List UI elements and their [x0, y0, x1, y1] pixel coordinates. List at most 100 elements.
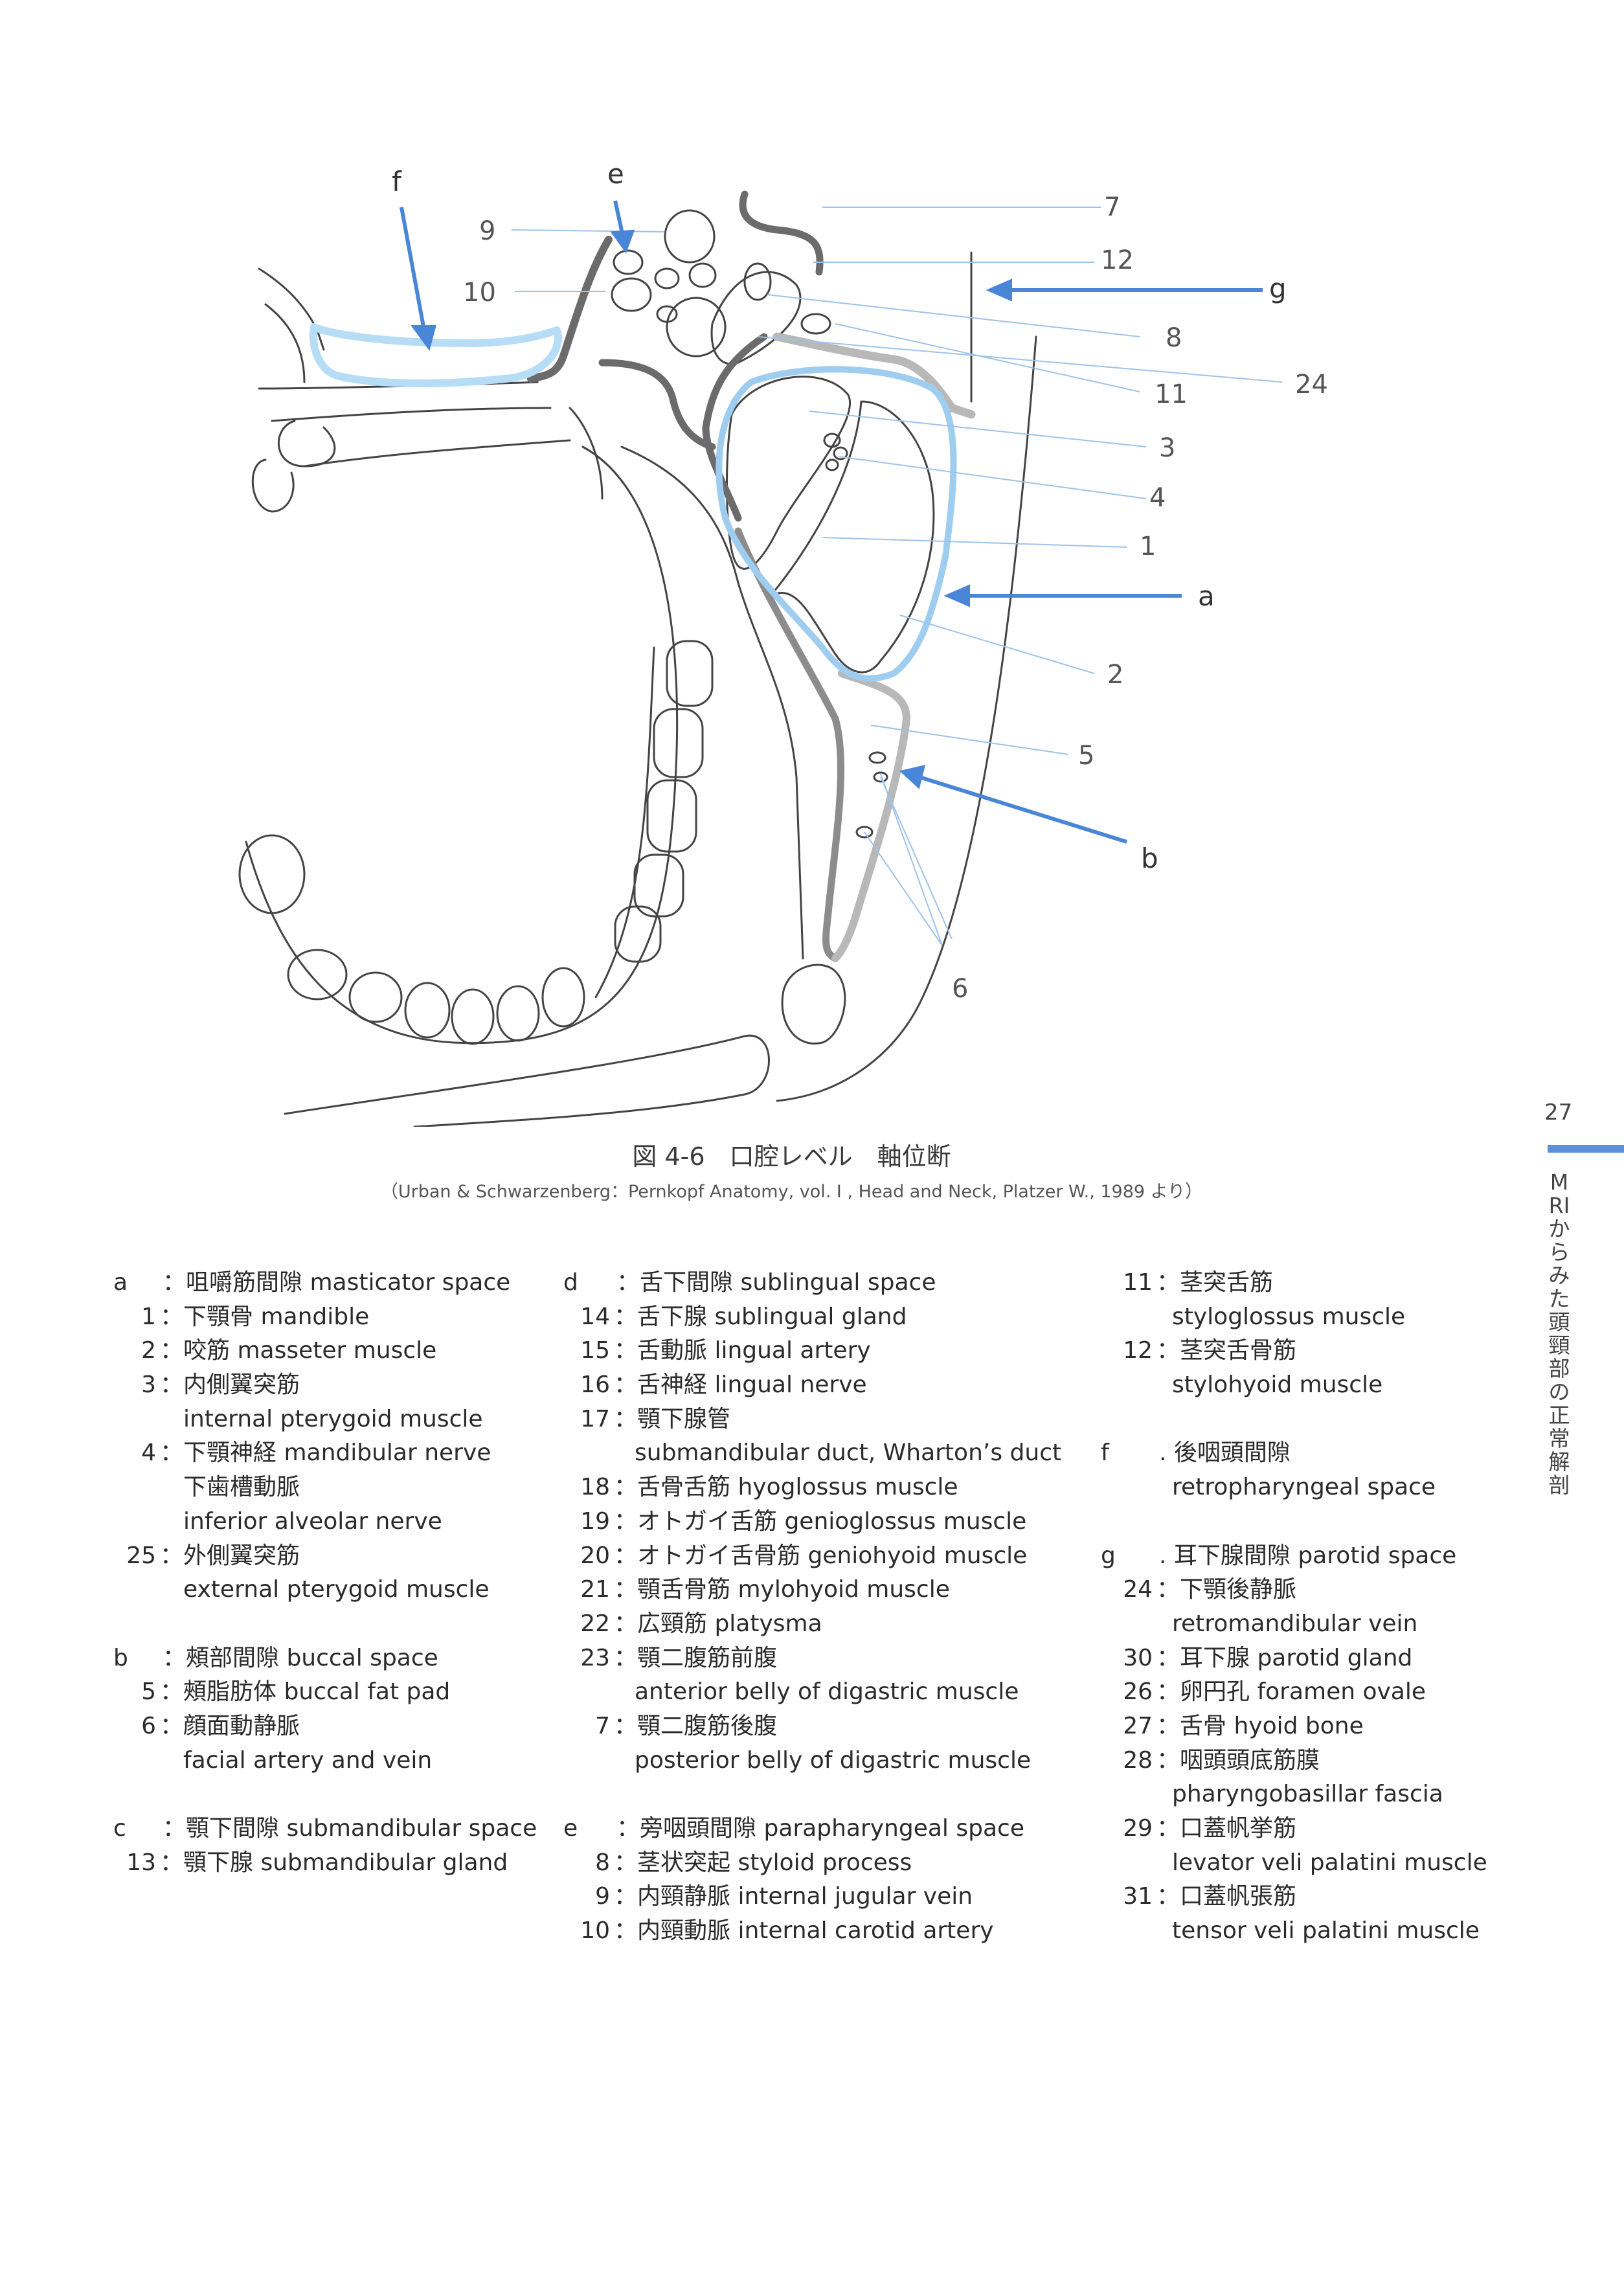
legend-entry-text: ：内頸動脈 internal carotid artery: [614, 1917, 994, 1945]
legend-entry: 26：卵円孔 foramen ovale: [1101, 1675, 1487, 1710]
legend-entry-key: 29: [1123, 1815, 1153, 1842]
legend-entry: 14：舌下腺 sublingual gland: [563, 1300, 1061, 1335]
legend-entry-key: 10: [580, 1917, 610, 1945]
legend-entry-text: inferior alveolar nerve: [183, 1508, 442, 1535]
legend-heading: c ：顎下間隙 submandibular space: [113, 1812, 537, 1846]
legend-entry-text: ：舌下腺 sublingual gland: [614, 1303, 907, 1330]
legend-entry-text: . 耳下腺間隙 parotid space: [1159, 1542, 1457, 1569]
legend-entry-text: ：口蓋帆張筋: [1156, 1883, 1297, 1910]
figure-label-9: 9: [479, 216, 495, 246]
legend-entry: 23：顎二腹筋前腹: [563, 1642, 1061, 1676]
teeth: [238, 640, 714, 1045]
figure-label-6: 6: [952, 974, 968, 1004]
legend-heading: f. 後咽頭間隙: [1101, 1436, 1487, 1471]
legend-entry: 21：顎舌骨筋 mylohyoid muscle: [563, 1573, 1061, 1607]
legend-entry-text: ：顎舌骨筋 mylohyoid muscle: [614, 1576, 950, 1603]
legend-entry-key: b: [113, 1644, 128, 1671]
figure-label-b: b: [1141, 842, 1158, 874]
legend-entry: 4：下顎神経 mandibular nerve: [113, 1436, 537, 1471]
legend-entry: 8：茎状突起 styloid process: [563, 1846, 1061, 1881]
legend-entry-text: ：顎二腹筋前腹: [614, 1644, 778, 1671]
legend-entry-key: 7: [595, 1712, 610, 1739]
legend-continuation: pharyngobasillar fascia: [1101, 1778, 1487, 1812]
legend-entry-text: ：下顎後静脈: [1156, 1576, 1297, 1603]
figure-label-12: 12: [1101, 245, 1134, 275]
arrow-head-b: [899, 764, 926, 789]
legend-entry-key: 26: [1123, 1678, 1153, 1706]
legend-entry-text: anterior belly of digastric muscle: [635, 1678, 1019, 1706]
legend-entry-key: 1: [141, 1303, 156, 1330]
legend-entry-text: internal pterygoid muscle: [183, 1405, 483, 1432]
legend-entry-key: 31: [1123, 1883, 1153, 1910]
legend-gap: [113, 1607, 537, 1642]
legend-gap: [1101, 1505, 1487, 1539]
legend-entry: 20：オトガイ舌骨筋 geniohyoid muscle: [563, 1539, 1061, 1574]
legend-entry: 2：咬筋 masseter muscle: [113, 1334, 537, 1368]
legend-entry-text: ：オトガイ舌骨筋 geniohyoid muscle: [614, 1542, 1028, 1569]
legend-heading: d ：舌下間隙 sublingual space: [563, 1266, 1061, 1300]
space-arrows: [400, 200, 1263, 844]
legend-entry: 9：内頸静脈 internal jugular vein: [563, 1880, 1061, 1914]
legend-entry-key: 19: [580, 1508, 610, 1535]
legend-entry-text: ：舌神経 lingual nerve: [614, 1372, 867, 1399]
legend-entry-text: ：下顎骨 mandible: [160, 1303, 370, 1330]
legend-entry-text: ：耳下腺 parotid gland: [1156, 1644, 1413, 1671]
legend-entry-key: 9: [595, 1883, 610, 1910]
figure-label-5: 5: [1078, 741, 1094, 771]
legend-gap: [1101, 1403, 1487, 1437]
legend-entry-key: 5: [141, 1678, 156, 1706]
legend-entry-text: ：舌下間隙 sublingual space: [616, 1269, 936, 1296]
legend-entry: 3：内側翼突筋: [113, 1368, 537, 1403]
figure-label-2: 2: [1107, 660, 1123, 690]
legend-continuation: levator veli palatini muscle: [1101, 1846, 1487, 1881]
legend-entry: 31：口蓋帆張筋: [1101, 1880, 1487, 1914]
legend-continuation: posterior belly of digastric muscle: [563, 1744, 1061, 1778]
legend-entry-key: d: [563, 1269, 578, 1296]
leader-lines: [511, 207, 1283, 946]
legend-entry: 17：顎下腺管: [563, 1403, 1061, 1437]
legend-entry-text: ：頰部間隙 buccal space: [163, 1644, 438, 1671]
figure-label-3: 3: [1159, 433, 1175, 463]
legend-entry-key: 30: [1123, 1644, 1153, 1671]
legend-entry-text: ：茎状突起 styloid process: [614, 1849, 912, 1876]
legend-entry-key: f: [1101, 1440, 1109, 1467]
legend-entry: 24：下顎後静脈: [1101, 1573, 1487, 1607]
legend-entry-key: 18: [580, 1474, 610, 1501]
legend-entry-text: tensor veli palatini muscle: [1172, 1917, 1480, 1945]
legend-entry-text: ：卵円孔 foramen ovale: [1156, 1678, 1427, 1706]
legend-entry-key: 23: [580, 1644, 610, 1671]
legend-entry-text: ：茎突舌骨筋: [1156, 1337, 1297, 1364]
legend-entry-text: submandibular duct, Wharton’s duct: [635, 1440, 1062, 1467]
legend-entry-text: ：顎下腺管: [614, 1405, 731, 1432]
legend-entry-text: stylohyoid muscle: [1172, 1372, 1383, 1399]
figure-label-a: a: [1198, 580, 1215, 612]
legend-entry-text: ：咀嚼筋間隙 masticator space: [163, 1269, 511, 1296]
arrow-head-a: [943, 584, 970, 607]
legend-continuation: internal pterygoid muscle: [113, 1403, 537, 1437]
legend-entry-text: ：顎下間隙 submandibular space: [163, 1815, 537, 1842]
figure-label-11: 11: [1155, 379, 1188, 409]
legend-entry: 11：茎突舌筋: [1101, 1266, 1487, 1300]
legend-entry-key: 14: [580, 1303, 610, 1330]
legend-entry-text: posterior belly of digastric muscle: [635, 1746, 1032, 1774]
legend-gap: [113, 1778, 537, 1812]
figure-label-e: e: [607, 158, 624, 190]
legend-entry-key: c: [113, 1815, 126, 1842]
figure-label-g: g: [1269, 273, 1287, 304]
arrow-head-e: [610, 229, 635, 254]
legend-entry: 7：顎二腹筋後腹: [563, 1710, 1061, 1744]
legend-entry-key: 12: [1123, 1337, 1153, 1364]
legend-heading: e：旁咽頭間隙 parapharyngeal space: [563, 1812, 1061, 1846]
legend-entry-text: pharyngobasillar fascia: [1172, 1781, 1443, 1808]
anatomy-figure: 7 12 8 24 11 3 4 1 2 5 6 9 10 f e g a b: [238, 158, 1328, 1127]
anatomy-outline: [238, 209, 1037, 1127]
legend-continuation: 下歯槽動脈: [113, 1471, 537, 1505]
legend-entry-key: 27: [1123, 1712, 1153, 1739]
legend-entry-key: 16: [580, 1372, 610, 1399]
legend-entry-text: facial artery and vein: [183, 1746, 433, 1774]
arrow-head-g: [986, 278, 1012, 302]
legend-entry-key: 3: [141, 1372, 156, 1399]
legend-continuation: anterior belly of digastric muscle: [563, 1675, 1061, 1710]
